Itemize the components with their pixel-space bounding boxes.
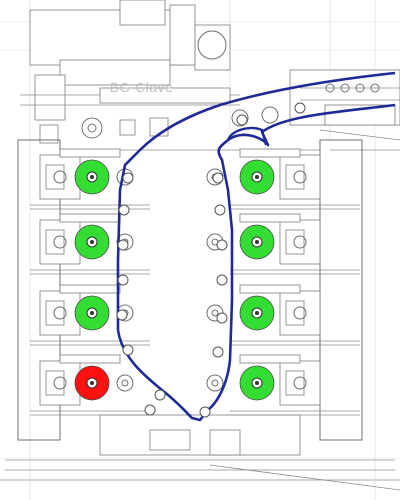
idler-roller-icon — [294, 102, 306, 114]
idler-roller-icon — [236, 114, 248, 126]
watermark: BG Clave — [110, 80, 174, 95]
idler-roller-icon — [212, 172, 224, 184]
right-station-2 — [206, 213, 360, 275]
idler-roller-icon — [154, 389, 166, 401]
web-path-loop — [226, 126, 268, 146]
idler-roller-icon — [214, 204, 226, 216]
idler-roller-icon — [216, 312, 228, 324]
idler-roller-icon — [118, 204, 130, 216]
idler-roller-icon — [206, 374, 224, 392]
right-station-4 — [206, 354, 360, 416]
top-unwind-assembly — [20, 0, 279, 144]
idler-rollers — [116, 102, 306, 418]
idler-roller-icon — [216, 274, 228, 286]
idler-roller-icon — [212, 346, 224, 358]
idler-roller-icon — [199, 406, 211, 418]
left-station-1 — [30, 148, 150, 210]
idler-roller-icon — [116, 374, 134, 392]
left-station-3 — [30, 284, 150, 346]
left-station-4 — [30, 354, 150, 416]
printing-stations — [30, 148, 360, 416]
right-station-1 — [206, 148, 360, 210]
right-station-3 — [206, 284, 360, 346]
idler-roller-icon — [122, 344, 134, 356]
idler-roller-icon — [122, 172, 134, 184]
idler-roller-icon — [216, 239, 228, 251]
idler-roller-icon — [116, 309, 128, 321]
idler-roller-icon — [144, 404, 156, 416]
idler-roller-icon — [117, 239, 129, 251]
idler-roller-icon — [117, 274, 129, 286]
left-station-2 — [30, 213, 150, 275]
